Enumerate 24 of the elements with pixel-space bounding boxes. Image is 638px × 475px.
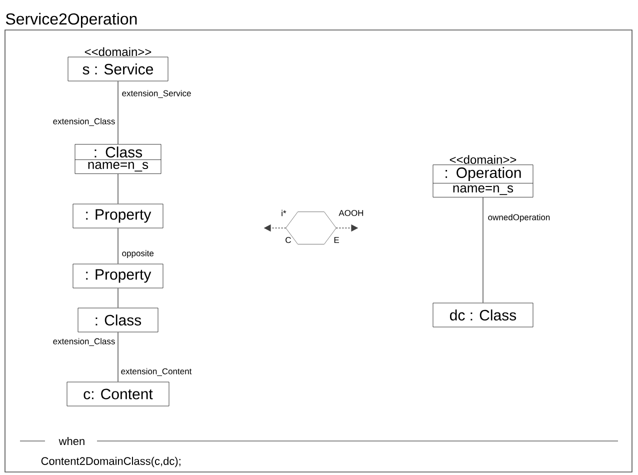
object-box: : Class name=n_s	[74, 144, 162, 174]
edge-label: extension_Class	[52, 337, 116, 347]
object-box: s : Service	[68, 56, 168, 82]
object-box: : Class	[78, 308, 158, 332]
end-label: AOOH	[338, 210, 364, 216]
object-box: : Property	[72, 204, 164, 228]
role-label: extension_Content	[120, 367, 192, 377]
stereotype-label: <<domain>>	[450, 155, 516, 164]
edge-label: ownedOperation	[487, 213, 551, 223]
object-box: dc : Class	[432, 302, 534, 328]
role-label: extension_Class	[52, 117, 116, 127]
end-label: E	[334, 237, 339, 243]
end-label: i*	[282, 210, 286, 216]
diagram-title: Service2Operation	[6, 12, 137, 28]
edge-label: opposite	[121, 249, 155, 259]
association-line	[482, 196, 484, 304]
stereotype-label: <<domain>>	[84, 47, 152, 56]
edge-label: extension_Service	[121, 89, 192, 99]
object-box: : Property	[72, 264, 164, 288]
keyword-label: when	[58, 436, 86, 446]
code-text: Content2DomainClass(c,dc);	[40, 456, 182, 468]
object-box: : Operation name=n_s	[432, 164, 534, 198]
end-label: C	[286, 237, 291, 243]
object-box: c: Content	[66, 382, 170, 406]
